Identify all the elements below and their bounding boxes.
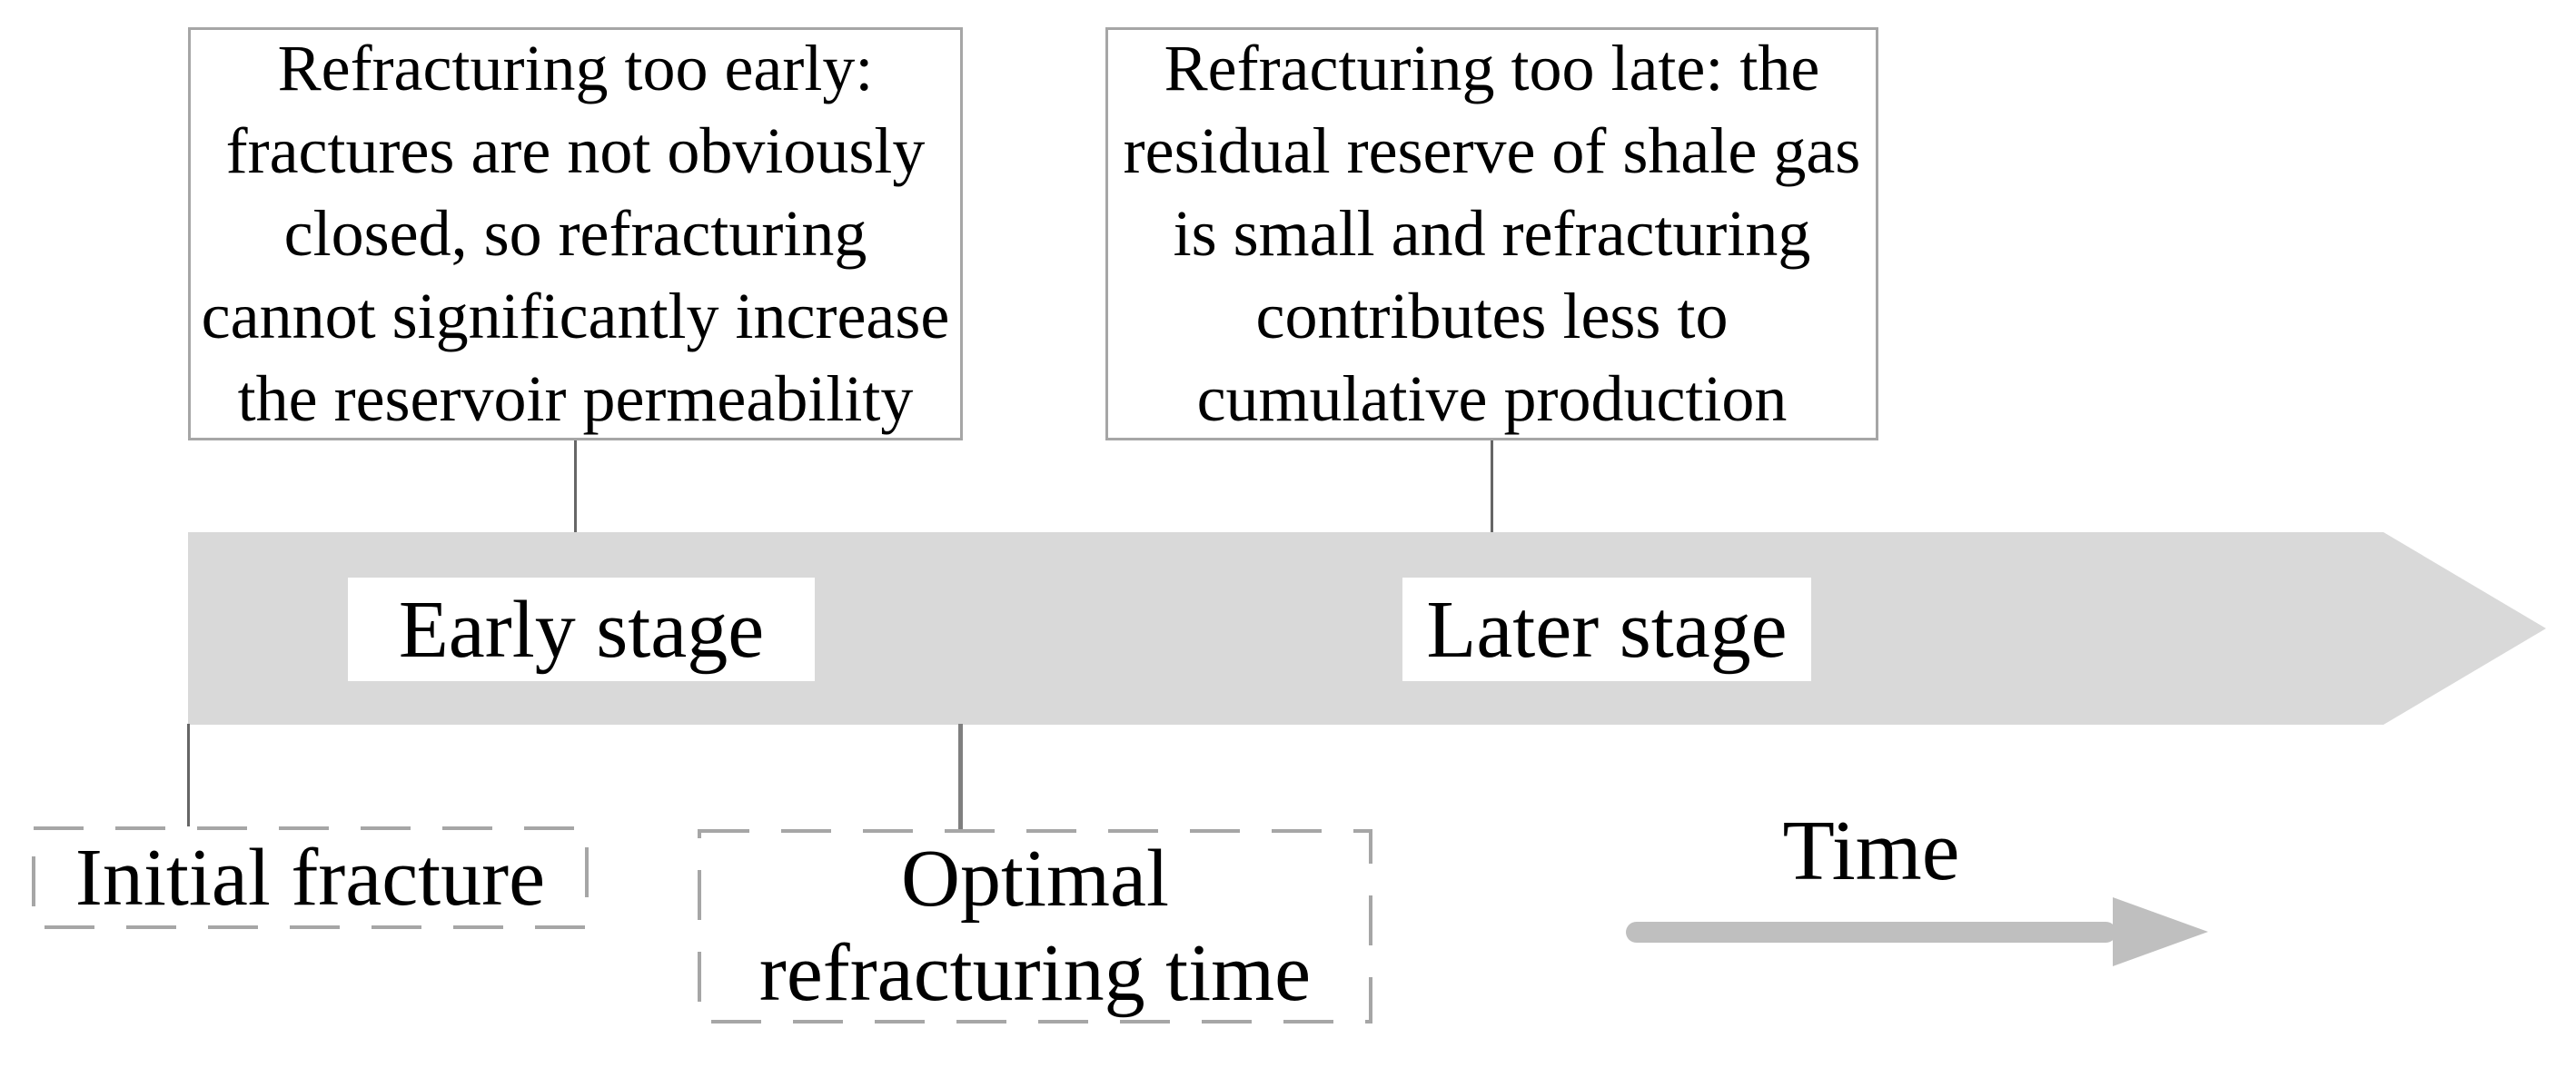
initial-fracture-text: Initial fracture: [74, 832, 546, 923]
connector-late-callout: [1491, 440, 1493, 532]
callout-early-line: fractures are not obviously: [225, 114, 926, 187]
connector-early-callout: [574, 440, 577, 532]
time-axis-arrow: [1626, 897, 2208, 966]
callout-early-line: the reservoir permeability: [237, 362, 914, 435]
later-stage-text: Later stage: [1426, 584, 1788, 675]
callout-late-line: cumulative production: [1196, 362, 1788, 435]
callout-late-line: is small and refracturing: [1173, 197, 1811, 270]
callout-refracturing-too-early: Refracturing too early: fractures are no…: [188, 27, 963, 440]
callout-late-line: Refracturing too late: the: [1164, 32, 1820, 104]
callout-late-line: residual reserve of shale gas: [1123, 114, 1861, 187]
later-stage-label: Later stage: [1402, 578, 1811, 681]
callout-refracturing-too-late: Refracturing too late: the residual rese…: [1105, 27, 1878, 440]
time-axis-text: Time: [1782, 804, 1960, 898]
connector-initial-fracture: [187, 724, 190, 826]
optimal-refracturing-line: Optimal: [901, 834, 1169, 924]
optimal-refracturing-time-box: Optimal refracturing time: [698, 829, 1372, 1024]
optimal-refracturing-line: refracturing time: [758, 928, 1312, 1018]
callout-early-line: Refracturing too early:: [277, 32, 874, 104]
time-axis-label: Time: [1699, 801, 2044, 901]
time-arrow-head: [2113, 897, 2208, 966]
time-arrow-shaft: [1626, 922, 2116, 943]
connector-optimal-refracturing: [958, 724, 963, 829]
callout-early-line: cannot significantly increase: [201, 280, 950, 352]
initial-fracture-dashed-border: [32, 826, 589, 929]
callout-late-line: contributes less to: [1255, 280, 1729, 352]
dashed-rect: [698, 829, 1372, 1024]
optimal-refracturing-dashed-border: [698, 829, 1372, 1024]
early-stage-text: Early stage: [398, 584, 765, 675]
early-stage-label: Early stage: [348, 578, 815, 681]
initial-fracture-box: Initial fracture: [32, 826, 589, 929]
dashed-rect: [32, 826, 589, 929]
callout-early-line: closed, so refracturing: [283, 197, 867, 270]
